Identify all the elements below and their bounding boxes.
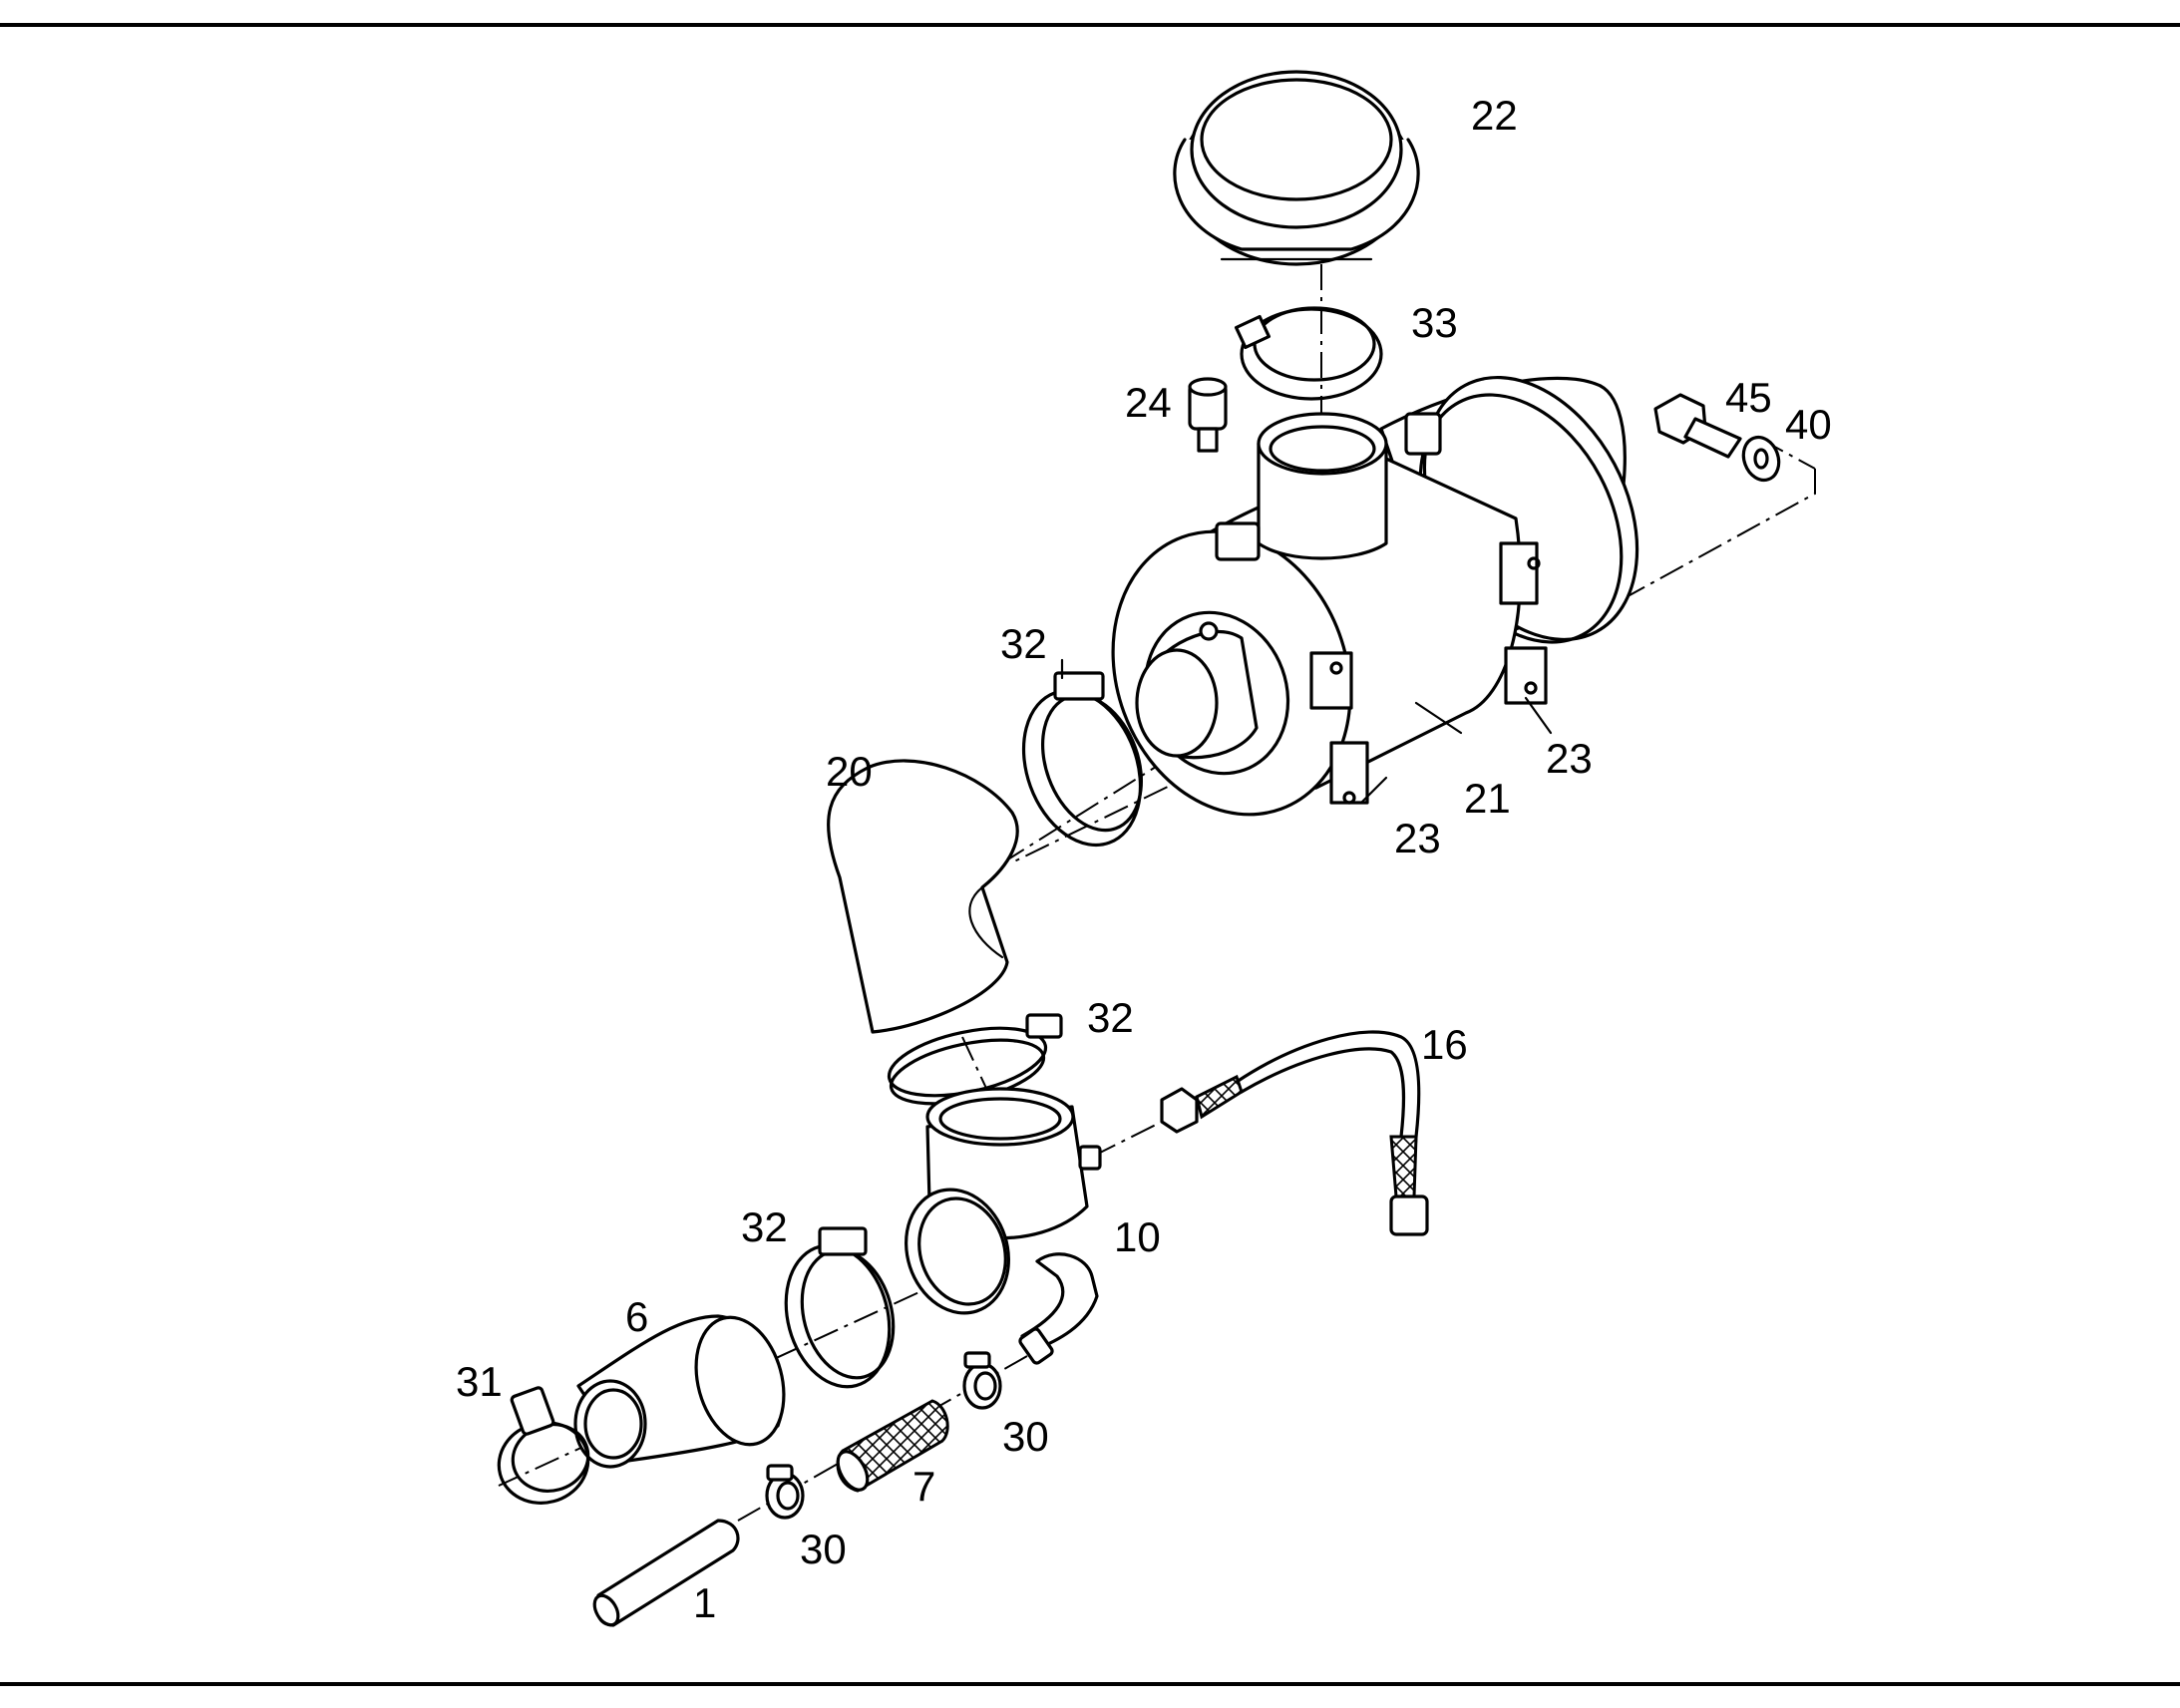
upper-hose-clamp (1234, 306, 1383, 401)
callout-7: 7 (912, 1463, 935, 1510)
callout-32c: 32 (741, 1203, 788, 1250)
air-cleaner-cap (1173, 70, 1420, 266)
air-cleaner-housing (1111, 375, 1639, 817)
drain-tube (592, 1519, 740, 1627)
callout-24: 24 (1125, 379, 1172, 426)
reducer-adapter (573, 1314, 786, 1469)
mounting-bolt (1653, 393, 1742, 459)
callout-33: 33 (1411, 299, 1458, 346)
washer (1741, 435, 1781, 483)
callout-21: 21 (1464, 775, 1511, 822)
callout-1: 1 (693, 1579, 716, 1626)
callout-10: 10 (1114, 1213, 1161, 1260)
small-hose-clamp (497, 1386, 590, 1505)
callout-16: 16 (1421, 1021, 1468, 1068)
braided-sleeve (836, 1399, 949, 1493)
service-indicator (1188, 377, 1228, 453)
callout-40: 40 (1785, 401, 1832, 448)
callout-22: 22 (1471, 92, 1518, 139)
hose-clamp-upper (1021, 658, 1144, 848)
callout-45: 45 (1725, 374, 1772, 421)
callout-23b: 23 (1394, 815, 1441, 861)
hose-clamp-lower (784, 1226, 896, 1389)
hose-clip-upper (962, 1351, 1002, 1410)
callout-23a: 23 (1546, 735, 1593, 782)
elbow-hose (826, 759, 1019, 1034)
callout-30b: 30 (800, 1526, 847, 1572)
tee-pipe (905, 1087, 1102, 1365)
callout-labels: 22 33 24 45 40 32 20 23 21 23 32 16 10 3… (456, 92, 1832, 1626)
callout-30a: 30 (1002, 1413, 1049, 1460)
callout-32a: 32 (1000, 620, 1047, 667)
callout-31: 31 (456, 1358, 503, 1405)
callout-6: 6 (625, 1293, 648, 1340)
hose-clip-lower (765, 1464, 805, 1520)
leader-lines (1359, 696, 1553, 805)
braided-hose-line (1160, 1030, 1429, 1236)
callout-20: 20 (826, 748, 873, 795)
callout-32b: 32 (1087, 994, 1134, 1041)
